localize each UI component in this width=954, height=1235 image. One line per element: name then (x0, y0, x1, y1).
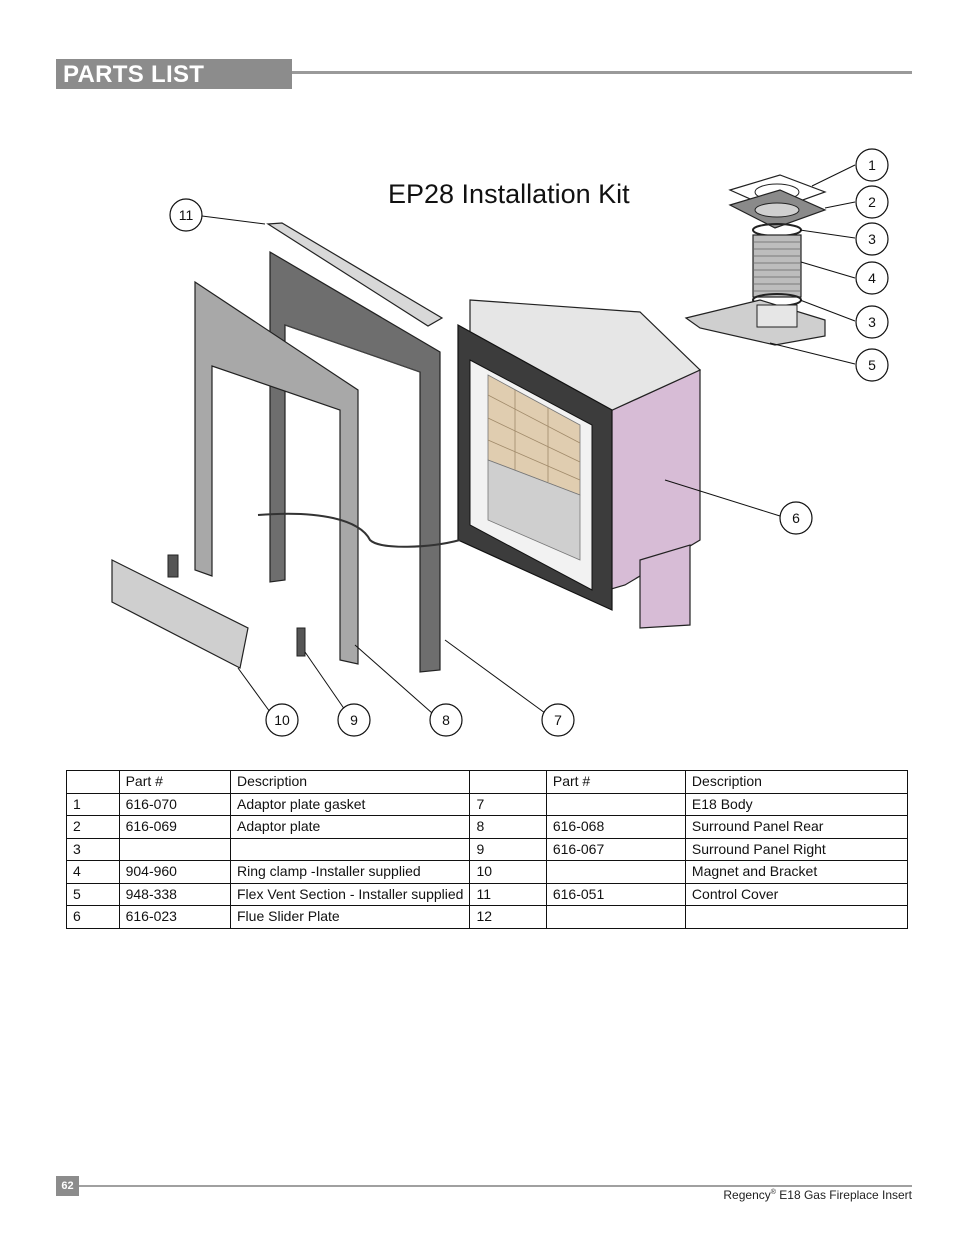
table-cell: 616-051 (545, 882, 686, 906)
table-cell: 6 (66, 905, 120, 929)
table-row: 2 616-069 Adaptor plate 8 616-068 Surrou… (66, 815, 909, 839)
callout-label: 5 (868, 357, 876, 373)
registered-mark: ® (770, 1189, 776, 1196)
table-cell: 4 (66, 860, 120, 884)
part-surround-right (194, 280, 359, 665)
table-row: 5 948-338 Flex Vent Section - Installer … (66, 882, 909, 906)
table-header-cell (66, 770, 120, 794)
table-cell: 12 (469, 905, 547, 929)
callout-5 (855, 348, 889, 382)
callout-7 (541, 703, 575, 737)
footer-product: E18 Gas Fireplace Insert (775, 1188, 912, 1202)
callout-label: 6 (792, 510, 800, 526)
table-cell (545, 905, 686, 929)
table-cell (229, 837, 471, 861)
callout-6 (779, 501, 813, 535)
table-cell (118, 837, 232, 861)
footer-brand: Regency (723, 1188, 771, 1202)
table-cell: 616-069 (118, 815, 232, 839)
table-cell (545, 860, 686, 884)
table-cell: 3 (66, 837, 120, 861)
table-header-cell: Part # (118, 770, 232, 794)
part-clip-right (296, 627, 306, 657)
table-cell: 904-960 (118, 860, 232, 884)
callout-4 (855, 261, 889, 295)
exploded-parts-diagram: 1 2 3 4 3 5 6 7 8 9 10 11 (111, 148, 889, 737)
callout-8 (429, 703, 463, 737)
table-cell: Magnet and Bracket (684, 860, 909, 884)
table-header-cell: Description (684, 770, 909, 794)
callout-label: 8 (442, 712, 450, 728)
part-control-cover (266, 222, 444, 327)
table-cell: Flue Slider Plate (229, 905, 471, 929)
table-cell: Adaptor plate gasket (229, 792, 471, 816)
page-title: PARTS LIST (63, 61, 205, 88)
table-cell: Adaptor plate (229, 815, 471, 839)
callout-11 (169, 198, 203, 232)
table-cell: 11 (469, 882, 547, 906)
callout-1 (855, 148, 889, 182)
table-cell: 10 (469, 860, 547, 884)
callout-label: 3 (868, 231, 876, 247)
parts-table: Part # Description Part # Description 1 … (66, 770, 909, 929)
callout-label: 4 (868, 270, 876, 286)
page-number: 62 (56, 1176, 79, 1196)
table-cell: 8 (469, 815, 547, 839)
table-header-row: Part # Description Part # Description (66, 770, 909, 794)
callout-label: 11 (179, 207, 194, 223)
callout-label: 3 (868, 314, 876, 330)
table-cell: E18 Body (684, 792, 909, 816)
table-cell: Surround Panel Rear (684, 815, 909, 839)
callout-label: 9 (350, 712, 358, 728)
part-flex-vent (752, 234, 802, 298)
table-cell: Ring clamp -Installer supplied (229, 860, 471, 884)
table-header-cell (469, 770, 547, 794)
table-cell: Flex Vent Section - Installer supplied (229, 882, 471, 906)
callout-label: 1 (868, 157, 876, 173)
callout-3b (855, 305, 889, 339)
table-row: 6 616-023 Flue Slider Plate 12 (66, 905, 909, 929)
table-cell: 1 (66, 792, 120, 816)
callout-9 (337, 703, 371, 737)
table-header-cell: Description (229, 770, 471, 794)
footer-rule (78, 1185, 912, 1187)
table-cell (684, 905, 909, 929)
callout-10 (265, 703, 299, 737)
table-row: 3 9 616-067 Surround Panel Right (66, 837, 909, 861)
header-rule (292, 71, 912, 74)
table-row: 4 904-960 Ring clamp -Installer supplied… (66, 860, 909, 884)
table-cell: 948-338 (118, 882, 232, 906)
table-cell: 616-067 (545, 837, 686, 861)
header-bar (56, 59, 292, 89)
table-cell: Control Cover (684, 882, 909, 906)
callout-label: 10 (274, 712, 290, 728)
diagram-title: EP28 Installation Kit (388, 179, 630, 209)
table-cell: 5 (66, 882, 120, 906)
callout-label: 2 (868, 194, 876, 210)
table-cell: Surround Panel Right (684, 837, 909, 861)
table-cell (545, 792, 686, 816)
footer-product-name: Regency® E18 Gas Fireplace Insert (723, 1188, 912, 1202)
table-cell: 2 (66, 815, 120, 839)
part-clip-left (167, 554, 179, 578)
part-magnet-bracket (111, 559, 249, 669)
callout-2 (855, 185, 889, 219)
table-cell: 616-023 (118, 905, 232, 929)
callout-label: 7 (554, 712, 562, 728)
table-header-cell: Part # (545, 770, 686, 794)
table-cell: 616-068 (545, 815, 686, 839)
table-cell: 616-070 (118, 792, 232, 816)
table-row: 1 616-070 Adaptor plate gasket 7 E18 Bod… (66, 792, 909, 816)
callout-3a (855, 222, 889, 256)
table-cell: 9 (469, 837, 547, 861)
table-cell: 7 (469, 792, 547, 816)
part-flue-slider-plate (684, 299, 826, 346)
